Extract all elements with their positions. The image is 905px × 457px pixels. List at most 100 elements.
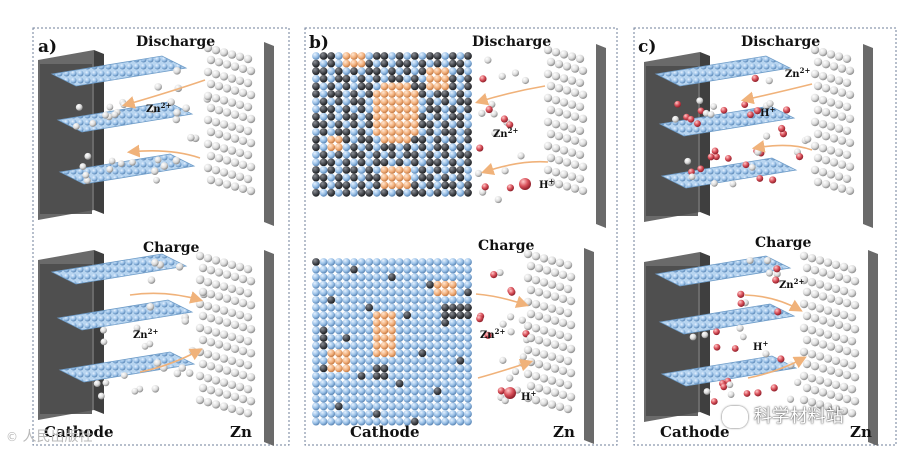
panel-b-cathode-lattice-atom xyxy=(327,296,336,304)
panel-b-cathode-lattice-atom xyxy=(456,349,465,358)
panel-b-cathode-lattice-atom xyxy=(426,394,434,403)
panel-b-cathode-lattice-atom xyxy=(342,379,351,388)
panel-b-cathode-lattice-atom xyxy=(456,364,465,373)
panel-b-cathode-lattice-atom xyxy=(395,52,404,60)
panel-b-cathode-lattice-atom xyxy=(418,387,427,396)
panel-b-cathode-lattice-atom xyxy=(350,173,358,182)
panel-a-zn-anode-top-atom xyxy=(206,151,216,161)
panel-c-zn-anode-bottom-atom xyxy=(818,388,828,397)
panel-b-cathode-lattice-atom xyxy=(410,181,419,190)
panel-b-cathode-lattice-atom xyxy=(433,59,442,68)
panel-b-cathode-lattice-atom xyxy=(372,364,381,373)
panel-b-cathode-lattice-atom xyxy=(403,410,412,418)
panel-b-cathode-lattice-atom xyxy=(380,90,389,98)
panel-a-zn-ion xyxy=(153,359,162,367)
panel-c-zn-anode-top-atom xyxy=(821,180,831,189)
panel-b-cathode-lattice-atom xyxy=(372,150,381,159)
panel-b-cathode-lattice-atom xyxy=(395,349,404,358)
panel-b-cathode-lattice-atom xyxy=(410,158,419,167)
panel-a-zn-anode-top-atom xyxy=(235,124,245,133)
panel-b-cathode-lattice-atom xyxy=(327,364,336,373)
panel-a-zn-anode-top-atom xyxy=(235,52,245,61)
panel-c-zn-anode-top-atom xyxy=(821,108,831,117)
panel-b-cathode-lattice-atom xyxy=(388,128,396,136)
panel-a-frame xyxy=(32,27,290,446)
panel-b-zn-anode-bottom-atom xyxy=(558,318,568,327)
panel-b-cathode-lattice-atom xyxy=(312,402,320,411)
panel-b-cathode-lattice-atom xyxy=(312,120,320,129)
panel-b-cathode-lattice-atom xyxy=(312,372,320,380)
panel-c-zn-anode-top-atom xyxy=(813,81,823,91)
panel-b-cathode-lattice-atom xyxy=(357,135,366,144)
panel-b-cathode-lattice-atom xyxy=(327,181,336,190)
panel-b-cathode-lattice-atom xyxy=(403,150,412,159)
panel-a-zn-anode-top-atom xyxy=(227,170,237,179)
panel-b-zn-anode-top-atom xyxy=(559,98,569,107)
panel-c-intercalated-zn-ion xyxy=(707,110,715,118)
panel-b-cathode-lattice-atom xyxy=(433,364,442,373)
watermark-left-icon: © xyxy=(6,430,18,444)
panel-a-discharge-label: Discharge xyxy=(136,34,215,50)
panel-b-cathode-lattice-atom xyxy=(464,166,472,174)
panel-b-zn-anode-bottom-atom xyxy=(547,304,557,313)
panel-b-cathode-lattice-atom xyxy=(327,258,336,266)
panel-b-cathode-lattice-atom xyxy=(350,97,358,106)
panel-a-zn-anode-top-atom xyxy=(222,60,232,69)
panel-c-zn-anode-bottom-atom xyxy=(842,346,852,356)
panel-c-zn-anode-bottom-atom xyxy=(842,394,852,404)
panel-a-zn-anode-top-atom xyxy=(230,110,240,119)
panel-b-cathode-lattice-atom xyxy=(372,59,381,68)
panel-c-zn-anode-bottom-atom xyxy=(807,254,817,263)
panel-b-cathode-lattice-atom xyxy=(319,258,328,266)
panel-b-cathode-lattice-atom xyxy=(350,67,358,76)
panel-c-zn-anode-bottom-atom xyxy=(842,322,852,332)
panel-b-cathode-lattice-atom xyxy=(448,52,457,60)
panel-b-cathode-lattice-atom xyxy=(312,356,320,365)
panel-b-cathode-lattice-atom xyxy=(372,280,381,289)
panel-c-zn-anode-bottom-atom xyxy=(802,311,812,321)
panel-c-ion-label-top: Zn2+ xyxy=(785,66,810,80)
panel-b-cathode-lattice-atom xyxy=(388,296,396,304)
panel-b-cathode-lattice-atom xyxy=(403,188,412,197)
panel-b-zn-anode-top-atom xyxy=(570,64,580,73)
panel-b-cathode-lattice-atom xyxy=(350,273,358,282)
panel-b-cathode-lattice-atom xyxy=(372,128,381,136)
panel-b-cathode-lattice-atom xyxy=(433,387,442,396)
panel-b-zn-anode-top-atom xyxy=(554,108,564,117)
panel-a-zn-anode-top-atom xyxy=(203,163,213,173)
panel-b-cathode-lattice-atom xyxy=(395,135,404,144)
panel-a-anode-label: Zn xyxy=(230,423,252,441)
panel-b-zn-anode-bottom-atom xyxy=(566,320,576,330)
panel-a-zn-anode-bottom-atom xyxy=(214,364,224,373)
panel-b-cathode-lattice-atom xyxy=(365,181,374,190)
panel-b-cathode-lattice-atom xyxy=(380,349,389,358)
panel-b-zn-anode-top-atom xyxy=(567,124,577,133)
panel-b-zn-ion xyxy=(499,356,507,364)
panel-b-cathode-lattice-atom xyxy=(327,311,336,320)
panel-a-sheet-5 xyxy=(56,299,194,331)
panel-b-cathode-lattice-atom xyxy=(433,402,442,411)
panel-b-cathode-lattice-atom xyxy=(365,372,374,380)
panel-b-cathode-lattice-atom xyxy=(327,341,336,350)
panel-b-cathode-lattice-atom xyxy=(441,372,450,380)
panel-b-cathode-lattice-atom xyxy=(350,410,358,418)
panel-b-cathode-lattice-atom xyxy=(334,128,343,136)
panel-b-cathode-lattice-atom xyxy=(441,273,450,282)
panel-b-proton xyxy=(481,183,489,191)
panel-b-cathode-lattice-atom xyxy=(388,67,396,76)
panel-b-cathode-lattice-atom xyxy=(312,150,320,159)
panel-b-cathode-lattice-atom xyxy=(456,120,465,129)
panel-b-ion-label-top: Zn2+ xyxy=(493,126,518,140)
panel-c-zn-anode-top-atom xyxy=(837,160,847,169)
panel-c-zn-anode-top-atom xyxy=(810,117,820,127)
panel-b-cathode-lattice-atom xyxy=(334,349,343,358)
panel-a-zn-ion xyxy=(151,258,159,267)
panel-c-zn-anode-top-atom xyxy=(826,74,836,83)
panel-b-cathode-lattice-atom xyxy=(464,74,472,83)
panel-c-zn-anode-top-atom xyxy=(829,86,839,95)
panel-b-cathode-lattice-atom xyxy=(464,417,472,426)
panel-b-cathode-lattice-atom xyxy=(410,120,419,129)
panel-b-cathode-lattice-atom xyxy=(342,349,351,358)
panel-b-cathode-lattice-atom xyxy=(426,188,434,197)
panel-b-cathode-lattice-atom xyxy=(312,334,320,342)
